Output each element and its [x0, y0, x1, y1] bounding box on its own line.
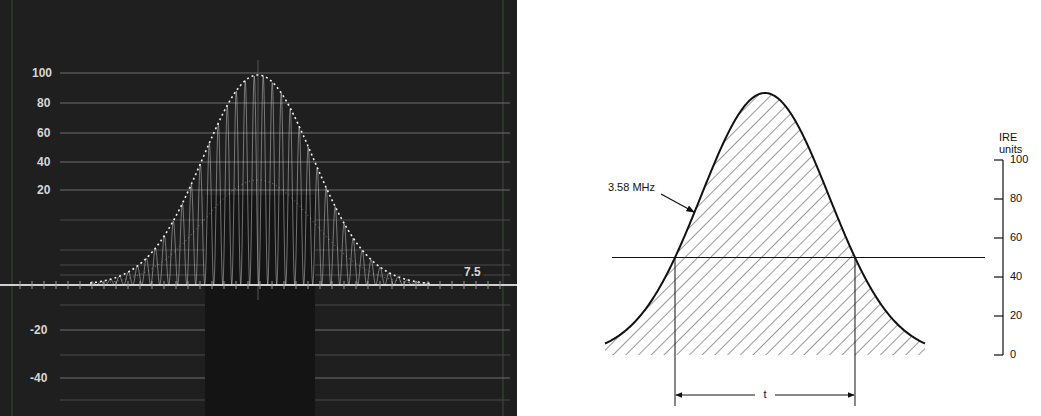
baseline-tick	[440, 281, 441, 289]
baseline-tick	[260, 281, 261, 289]
baseline-tick	[308, 281, 309, 289]
graticule-line	[60, 133, 510, 134]
scale-title: IRE units	[998, 132, 1023, 155]
graticule-line	[60, 265, 205, 266]
graticule-line	[60, 330, 205, 331]
baseline-tick	[344, 281, 345, 289]
scale-number: -20	[28, 324, 49, 337]
baseline-tick	[188, 281, 189, 289]
baseline-tick	[380, 281, 381, 289]
graticule-line	[60, 190, 510, 191]
graticule-line	[315, 378, 510, 379]
scale-line	[1002, 160, 1003, 355]
half-amplitude-line	[612, 257, 985, 258]
baseline-tick	[224, 281, 225, 289]
baseline-tick	[176, 281, 177, 289]
scale-tick	[994, 315, 1003, 316]
baseline-tick	[464, 281, 465, 289]
graticule-line	[60, 73, 510, 74]
dimension-arrow	[775, 395, 854, 396]
baseline-tick	[248, 281, 249, 289]
graticule-line	[60, 355, 205, 356]
pulse-curve	[605, 93, 925, 343]
edge-line	[503, 0, 504, 416]
scale-number: -40	[28, 372, 49, 385]
baseline-tick	[44, 281, 45, 289]
baseline-tick	[320, 281, 321, 289]
graticule-line	[60, 250, 205, 251]
scale-number: 40	[1009, 271, 1023, 283]
baseline-tick	[32, 281, 33, 289]
scale-tick	[994, 276, 1003, 277]
baseline-tick	[356, 281, 357, 289]
graticule-line	[60, 275, 205, 276]
baseline-tick	[476, 281, 477, 289]
baseline-tick	[452, 281, 453, 289]
waveform-photo	[0, 0, 517, 416]
luminance-trace	[90, 180, 430, 284]
scale-number: 60	[35, 127, 52, 140]
scale-number: 80	[35, 97, 52, 110]
graticule-line	[315, 220, 510, 221]
hatched-area	[605, 93, 925, 355]
dimension-label: t	[762, 389, 767, 401]
graticule-line	[315, 305, 510, 306]
photo-background	[0, 0, 517, 416]
baseline-tick	[56, 281, 57, 289]
graticule-line	[60, 162, 510, 163]
scale-number: 0	[1009, 349, 1017, 361]
graticule-line	[315, 400, 510, 401]
leader-arrow	[661, 194, 694, 212]
baseline-tick	[500, 281, 501, 289]
scale-number: 20	[35, 184, 52, 197]
baseline-tick	[212, 281, 213, 289]
extension-line	[854, 258, 855, 407]
baseline-tick	[488, 281, 489, 289]
graticule-line	[60, 378, 205, 379]
baseline-tick	[200, 281, 201, 289]
baseline-tick	[80, 281, 81, 289]
scale-number: 60	[1009, 232, 1023, 244]
baseline-tick	[68, 281, 69, 289]
baseline-tick	[272, 281, 273, 289]
extension-line	[675, 258, 676, 407]
scale-number: 40	[35, 156, 52, 169]
baseline-tick	[128, 281, 129, 289]
edge-line	[12, 0, 13, 416]
baseline-tick	[416, 281, 417, 289]
scale-tick	[994, 159, 1003, 160]
baseline-tick	[164, 281, 165, 289]
scale-tick	[994, 198, 1003, 199]
scale-number: 100	[30, 67, 54, 80]
baseline-tick	[20, 281, 21, 289]
graticule-line	[315, 250, 510, 251]
graticule-line	[60, 220, 205, 221]
chroma-trace	[90, 76, 430, 285]
baseline-tick	[284, 281, 285, 289]
scale-tick	[994, 354, 1003, 355]
baseline-tick	[236, 281, 237, 289]
pulse-drawing	[605, 93, 1003, 406]
scale-number: 100	[1009, 154, 1029, 166]
envelope-trace	[90, 75, 430, 283]
dimension-arrow	[676, 395, 755, 396]
baseline-tick	[104, 281, 105, 289]
scale-number: 20	[1009, 310, 1023, 322]
scale-tick	[994, 237, 1003, 238]
frequency-label: 3.58 MHz	[607, 182, 656, 194]
graticule-line	[60, 400, 205, 401]
graticule-line	[60, 305, 205, 306]
graticule-line	[315, 330, 510, 331]
baseline-tick	[296, 281, 297, 289]
scale-number: 80	[1009, 193, 1023, 205]
setup-level: 7.5	[462, 266, 483, 279]
graticule-line	[60, 103, 510, 104]
graticule-line	[315, 355, 510, 356]
